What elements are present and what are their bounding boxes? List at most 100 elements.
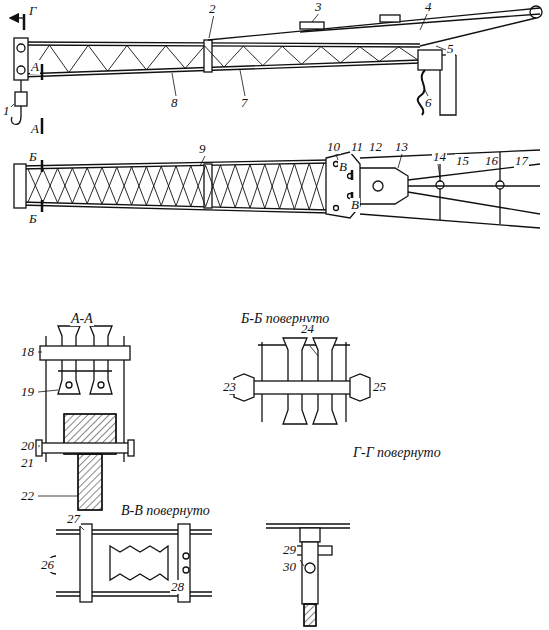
drawing-stroke: [235, 165, 250, 208]
drawing-stroke: [78, 454, 102, 510]
drawing-stroke: [440, 55, 456, 115]
drawing-stroke: [300, 528, 320, 542]
callout-number: 20: [20, 439, 35, 453]
drawing-stroke: [20, 63, 420, 77]
drawing-stroke: [10, 17, 24, 18]
drawing-stroke: [530, 6, 542, 18]
callout-number: 11: [350, 140, 364, 154]
drawing-stroke: [20, 42, 420, 44]
drawing-stroke: [17, 44, 25, 52]
drawing-stroke: [309, 163, 324, 210]
callout-number: 16: [484, 154, 499, 168]
drawing-stroke: [102, 168, 117, 205]
section-label: А-А: [70, 312, 94, 326]
drawing-stroke: [206, 165, 221, 207]
drawing-stroke: [326, 152, 360, 218]
section-label: Б-Б повернуто: [240, 312, 330, 326]
drawing-stroke: [30, 45, 49, 74]
drawing-stroke: [102, 167, 117, 204]
callout-number: 8: [170, 96, 179, 110]
callout-number: 15: [455, 154, 470, 168]
callout-number: А: [30, 122, 40, 136]
drawing-stroke: [72, 168, 87, 203]
drawing-stroke: [280, 164, 295, 209]
drawing-stroke: [28, 45, 418, 210]
drawing-stroke: [204, 40, 212, 72]
drawing-stroke: [15, 92, 27, 106]
drawing-stroke: [14, 150, 540, 228]
drawing-stroke: [205, 46, 224, 67]
drawing-stroke: [234, 374, 254, 401]
drawing-stroke: [436, 46, 446, 50]
drawing-stroke: [408, 185, 540, 186]
drawing-stroke: [23, 14, 26, 30]
drawing-stroke: [43, 169, 58, 203]
drawing-stroke: [300, 22, 324, 29]
drawing-stroke: [304, 604, 316, 626]
drawing-stroke: [230, 338, 370, 424]
callout-number: 28: [170, 580, 185, 594]
drawing-stroke: [161, 166, 176, 206]
callout-number: 29: [282, 543, 297, 557]
callout-number: 22: [20, 489, 35, 503]
drawing-stroke: [302, 542, 318, 604]
callout-number: 2: [208, 2, 217, 16]
drawing-stroke: [304, 604, 316, 626]
drawing-stroke: [309, 163, 324, 210]
drawing-stroke: [132, 167, 147, 205]
drawing-stroke: [58, 370, 112, 371]
drawing-stroke: [17, 66, 25, 74]
drawing-stroke: [176, 166, 191, 206]
drawing-stroke: [40, 346, 130, 360]
drawing-stroke: [208, 8, 540, 40]
drawing-stroke: [243, 46, 262, 66]
callout-number: 13: [394, 140, 409, 154]
drawing-stroke: [360, 214, 540, 228]
drawing-stroke: [351, 170, 354, 180]
drawing-stroke: [58, 168, 73, 203]
callout-number: 6: [424, 96, 433, 110]
drawing-stroke: [78, 454, 102, 510]
drawing-stroke: [235, 165, 250, 208]
drawing-stroke: [350, 374, 370, 401]
drawing-stroke: [132, 167, 147, 205]
callout-number: 12: [368, 140, 383, 154]
callout-number: 7: [240, 96, 249, 110]
drawing-stroke: [38, 352, 42, 353]
drawing-stroke: [43, 168, 58, 202]
drawing-stroke: [66, 382, 72, 388]
drawing-stroke: [373, 181, 383, 191]
drawing-stroke: [183, 553, 189, 559]
drawing-stroke: [334, 206, 339, 211]
drawing-stroke: [191, 166, 206, 207]
drawing-stroke: [300, 560, 304, 566]
callout-number: 27: [66, 512, 81, 526]
drawing-stroke: [266, 523, 350, 524]
callout-number: 9: [198, 142, 207, 156]
callout-number: 14: [432, 150, 447, 164]
drawing-stroke: [305, 563, 315, 573]
drawing-stroke: [360, 150, 540, 158]
drawing-stroke: [185, 46, 204, 69]
drawing-stroke: [282, 46, 301, 64]
drawing-stroke: [176, 166, 191, 206]
drawing-stroke: [172, 73, 176, 96]
drawing-stroke: [360, 168, 408, 204]
drawing-stroke: [294, 163, 309, 209]
drawing-stroke: [108, 46, 127, 72]
drawing-stroke: [88, 45, 107, 71]
drawing-stroke: [14, 164, 26, 208]
drawing-stroke: [117, 167, 132, 205]
drawing-stroke: [250, 164, 265, 208]
drawing-stroke: [209, 14, 214, 38]
drawing-stroke: [191, 165, 206, 206]
section-label: Г-Г повернуто: [352, 446, 442, 460]
drawing-stroke: [80, 524, 92, 602]
drawing-stroke: [183, 567, 189, 573]
drawing-stroke: [128, 440, 134, 456]
callout-number: 17: [514, 154, 529, 168]
drawing-stroke: [87, 168, 102, 204]
section-label: В-В повернуто: [120, 504, 211, 518]
drawing-stroke: [28, 169, 43, 202]
drawing-stroke: [250, 165, 265, 209]
